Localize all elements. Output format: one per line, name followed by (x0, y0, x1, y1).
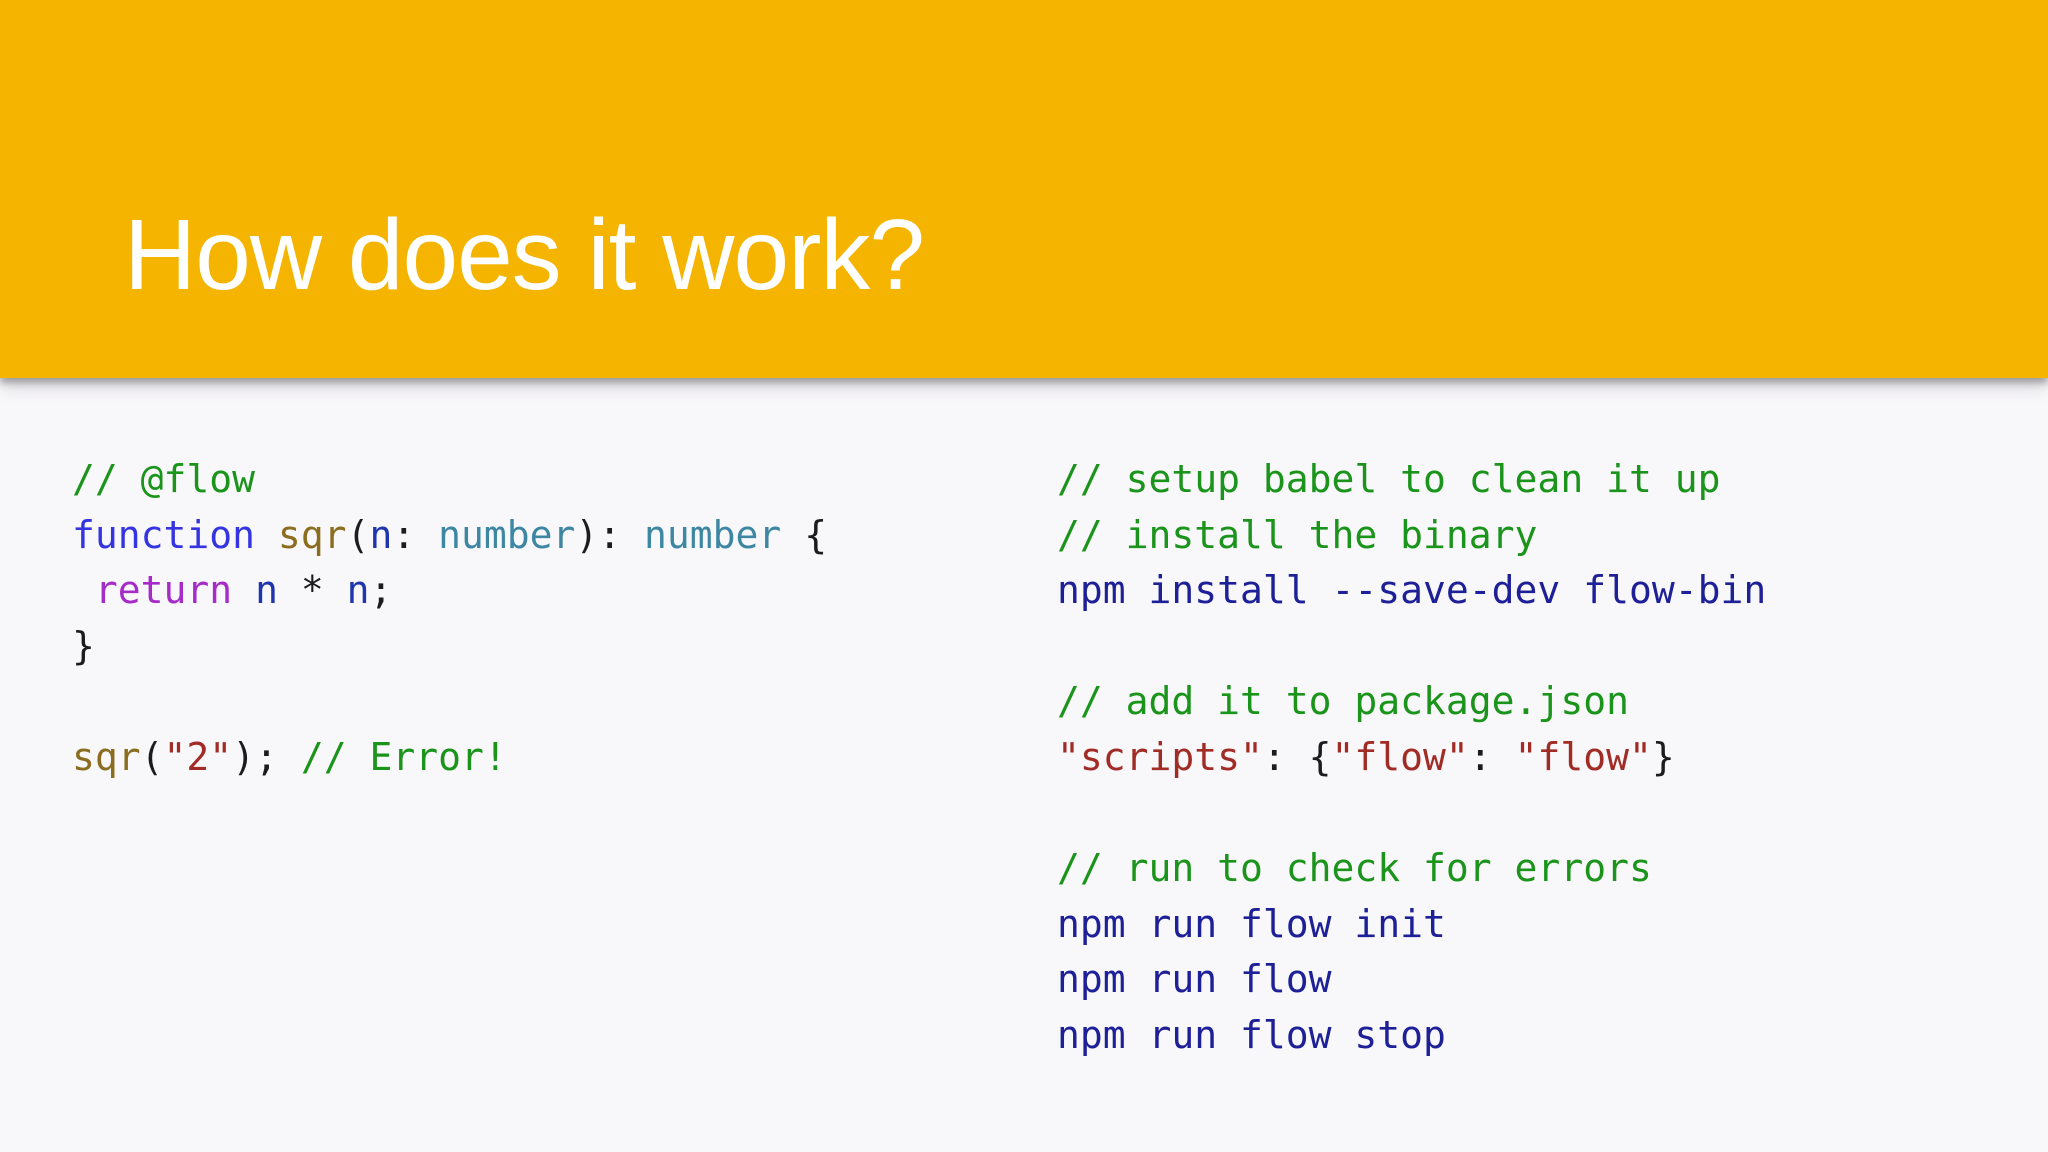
code-line: return n * n; (72, 563, 827, 619)
code-token-string: "flow" (1514, 734, 1652, 779)
code-token-var: n (346, 568, 370, 613)
code-token-comment: // setup babel to clean it up (1057, 457, 1721, 501)
slide-header-band: How does it work? (0, 0, 2048, 378)
code-token-plain: : (1468, 734, 1515, 779)
code-token-type: number (438, 512, 576, 557)
code-token-plain: } (72, 623, 95, 668)
code-token-command: npm install --save-dev flow-bin (1057, 568, 1767, 613)
code-line: // install the binary (1057, 508, 1766, 564)
code-token-plain: { (781, 512, 828, 557)
code-token-comment: // Error! (300, 734, 507, 779)
code-token-command: npm run flow stop (1057, 1012, 1446, 1057)
code-token-comment: // install the binary (1057, 512, 1538, 557)
code-token-plain: ( (346, 512, 370, 557)
code-token-fname: sqr (72, 734, 141, 779)
code-token-plain: * (277, 568, 347, 613)
code-token-plain: ) (575, 512, 599, 557)
code-token-command: npm run flow init (1057, 901, 1446, 946)
code-token-plain: : { (1262, 734, 1332, 779)
code-token-plain: : (598, 512, 645, 557)
code-token-type: number (644, 512, 782, 557)
code-token-fname: sqr (277, 512, 347, 557)
code-line (1057, 619, 1766, 675)
code-line: npm run flow stop (1057, 1008, 1766, 1064)
code-token-string: "scripts" (1057, 734, 1263, 779)
code-block-setup-instructions: // setup babel to clean it up // install … (1057, 452, 1766, 1064)
code-token-comment: // @flow (72, 457, 256, 501)
code-token-plain: ); (232, 734, 301, 779)
code-line: npm install --save-dev flow-bin (1057, 563, 1766, 619)
code-line: npm run flow (1057, 952, 1766, 1008)
code-line: // run to check for errors (1057, 841, 1766, 897)
code-token-plain: ; (369, 568, 393, 613)
code-token-string: "flow" (1331, 734, 1469, 779)
code-token-var: n (369, 512, 393, 557)
code-token-comment: // add it to package.json (1057, 679, 1629, 724)
code-token-var: n (255, 568, 278, 613)
code-token-ret: return (94, 568, 233, 613)
code-token-comment: // run to check for errors (1057, 846, 1652, 891)
code-token-plain: } (1651, 734, 1675, 779)
code-line: npm run flow init (1057, 897, 1766, 953)
code-token-plain (232, 568, 255, 612)
code-token-plain (72, 568, 95, 612)
code-line: // setup babel to clean it up (1057, 452, 1766, 508)
code-line (72, 674, 827, 730)
code-block-flow-example: // @flow function sqr(n: number): number … (72, 452, 827, 786)
code-token-plain: ( (140, 734, 164, 779)
code-token-plain: : (392, 512, 439, 557)
code-line: sqr("2"); // Error! (72, 730, 827, 786)
code-token-plain (255, 513, 278, 557)
code-line: function sqr(n: number): number { (72, 508, 827, 564)
code-token-keyword: function (72, 512, 256, 557)
code-line: "scripts": {"flow": "flow"} (1057, 730, 1766, 786)
code-line (1057, 786, 1766, 842)
code-line: // @flow (72, 452, 827, 508)
code-line: } (72, 619, 827, 675)
code-token-command: npm run flow (1057, 957, 1332, 1002)
code-line: // add it to package.json (1057, 674, 1766, 730)
code-token-string: "2" (163, 734, 233, 779)
slide-title: How does it work? (124, 199, 925, 311)
